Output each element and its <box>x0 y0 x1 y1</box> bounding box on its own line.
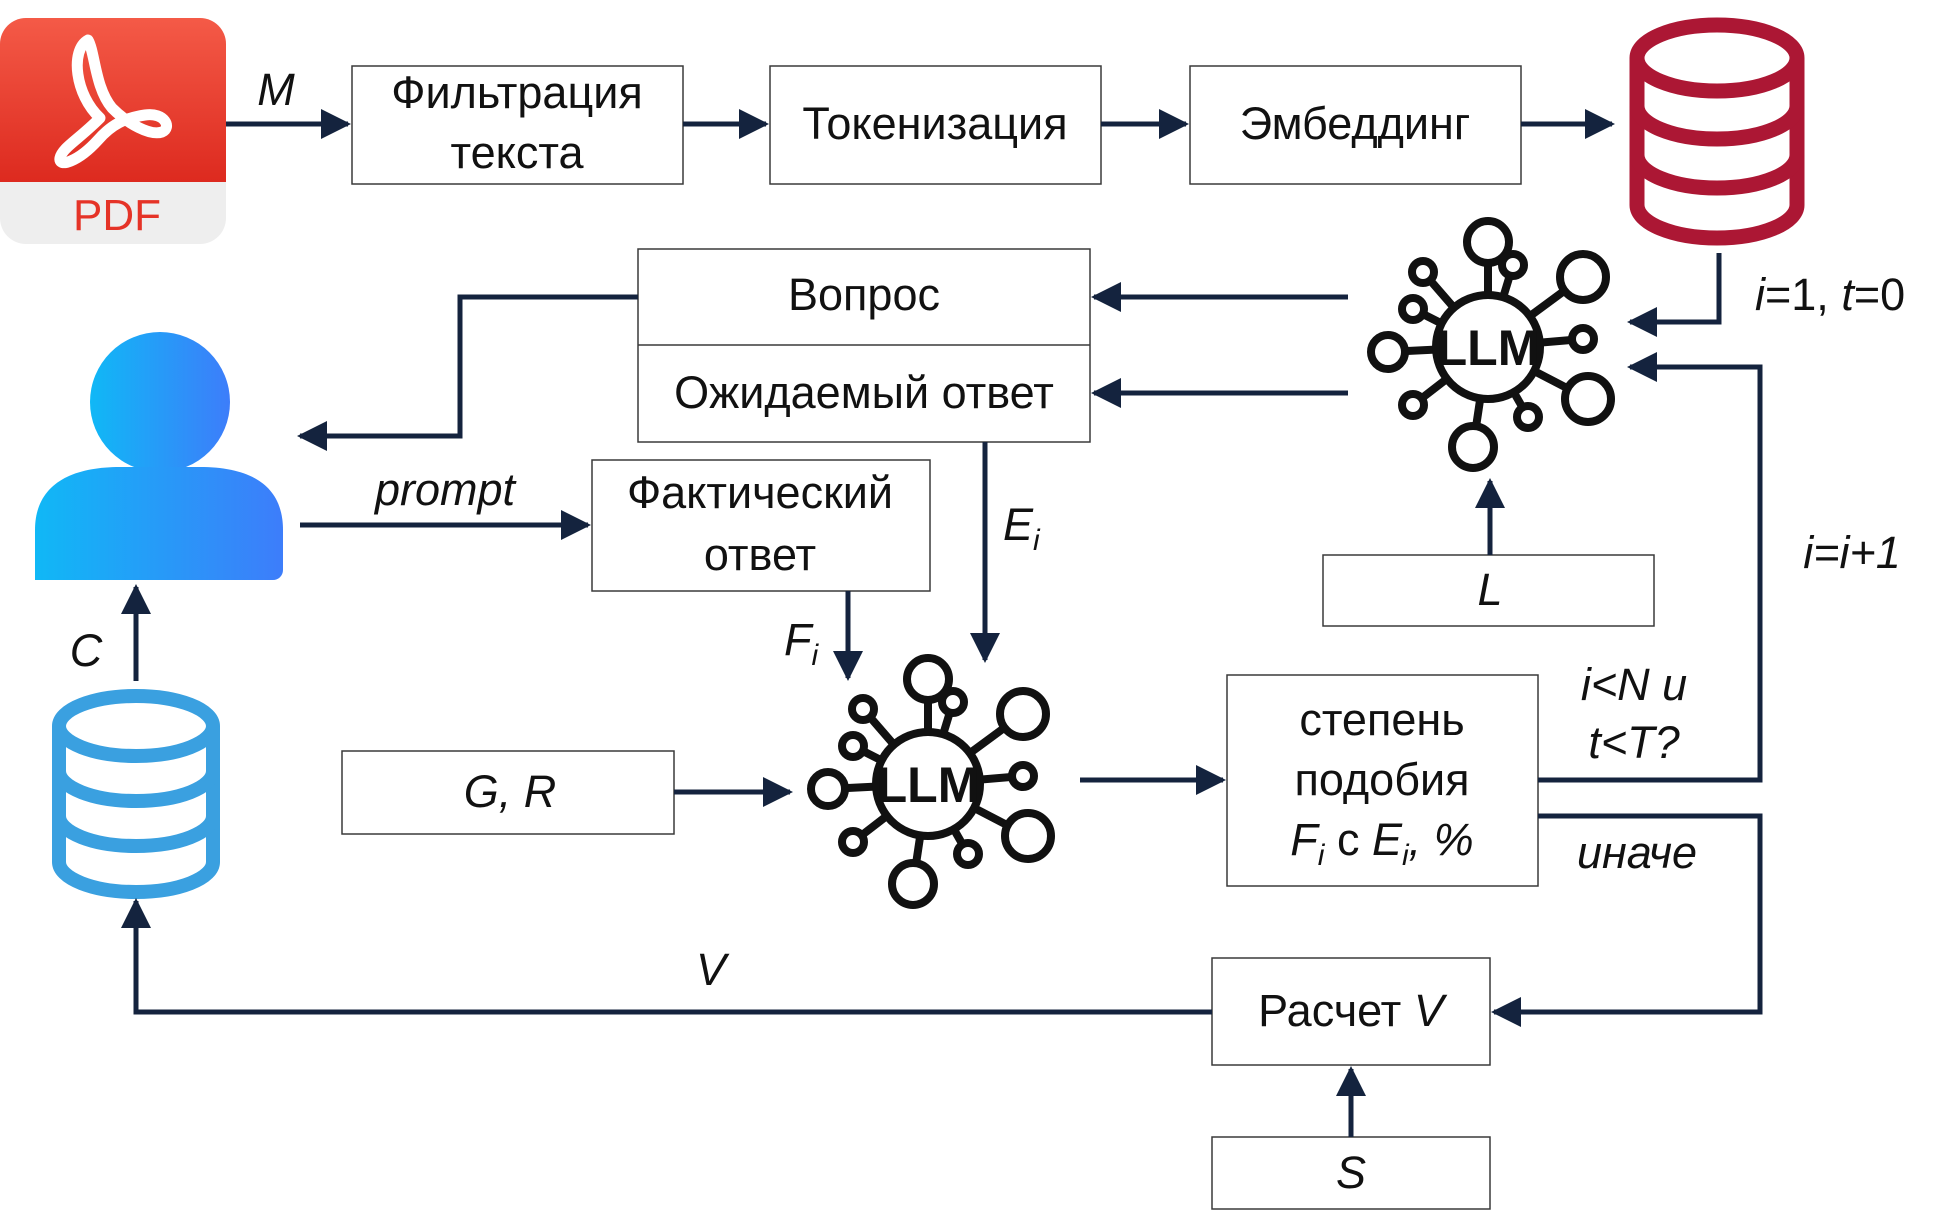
arrow-else-to-calcV <box>1491 813 1763 1027</box>
label-M: M <box>257 64 295 115</box>
similarity-line1: степень <box>1299 694 1464 745</box>
label-else: иначе <box>1577 827 1697 878</box>
arrows <box>121 109 1763 1137</box>
label-E-i: Ei <box>1003 499 1041 557</box>
label-F-i: Fi <box>784 614 820 672</box>
L-box: L <box>1322 554 1655 627</box>
label-condition-line1: i<N и <box>1581 659 1687 710</box>
filter-box: Фильтрация текста <box>351 65 684 185</box>
label-V: V <box>696 944 730 995</box>
label-prompt: prompt <box>373 464 518 515</box>
calcV-box: Расчет V <box>1211 957 1491 1066</box>
filter-label-line2: текста <box>451 127 585 178</box>
similarity-line2: подобия <box>1295 754 1470 805</box>
pdf-file-icon: PDF <box>0 18 226 244</box>
similarity-box: степень подобия Fi с Ei, % <box>1226 674 1539 887</box>
L-label: L <box>1477 564 1502 615</box>
embedding-box: Эмбеддинг <box>1189 65 1522 185</box>
llm-icon-bottom: LLM <box>811 658 1051 905</box>
actual-label-line2: ответ <box>704 529 816 580</box>
question-answer-box: Вопрос Ожидаемый ответ <box>637 248 1091 443</box>
expected-answer-label: Ожидаемый ответ <box>674 367 1054 418</box>
database-icon-main <box>1629 17 1805 246</box>
embedding-label: Эмбеддинг <box>1240 98 1471 149</box>
calcV-label: Расчет V <box>1258 985 1448 1036</box>
actual-answer-box: Фактический ответ <box>591 459 931 592</box>
user-icon <box>35 332 283 580</box>
arrow-db-to-llm <box>1627 253 1722 337</box>
label-increment: i=i+1 <box>1803 527 1901 578</box>
label-init: i=1, t=0 <box>1755 269 1905 320</box>
S-label: S <box>1336 1147 1366 1198</box>
database-icon-result <box>52 689 220 899</box>
filter-label-line1: Фильтрация <box>391 67 642 118</box>
label-condition-line2: t<T? <box>1588 717 1679 768</box>
arrow-loop-back <box>1538 352 1763 783</box>
llm-icon-top: LLM <box>1371 221 1611 468</box>
pdf-label: PDF <box>73 191 161 240</box>
tokenize-box: Токенизация <box>769 65 1102 185</box>
S-box: S <box>1211 1136 1491 1210</box>
tokenize-label: Токенизация <box>802 98 1067 149</box>
question-label: Вопрос <box>788 269 940 320</box>
label-C: C <box>70 625 103 676</box>
GR-box: G, R <box>341 750 675 835</box>
similarity-line3: Fi с Ei, % <box>1290 814 1473 872</box>
llm-label-top: LLM <box>1437 320 1540 376</box>
arrow-calcV-to-db <box>121 898 1212 1015</box>
actual-label-line1: Фактический <box>627 467 893 518</box>
llm-label-bottom: LLM <box>877 757 980 813</box>
GR-label: G, R <box>464 766 557 817</box>
arrow-question-to-user <box>297 294 638 451</box>
